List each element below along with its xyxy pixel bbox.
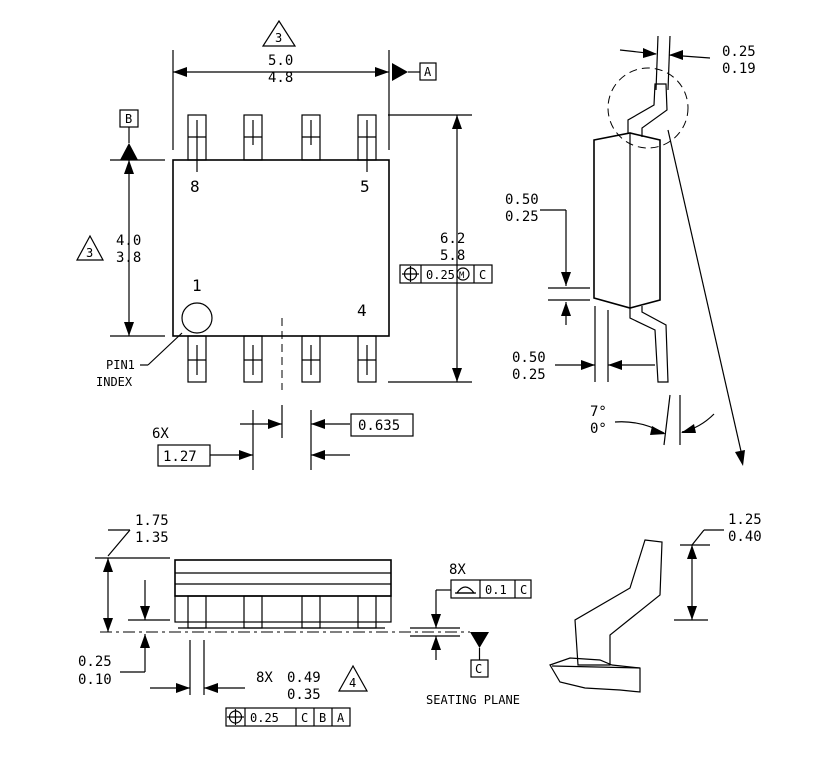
top-leads <box>187 114 377 161</box>
coplanarity-count: 8X <box>449 562 466 578</box>
angle-min: 0° <box>590 421 607 437</box>
foot-max: 0.50 <box>512 350 546 366</box>
datum-a-flag <box>392 63 408 81</box>
front-body <box>174 559 392 597</box>
datum-c-label: C <box>475 662 482 676</box>
height-note-3: 3 <box>86 246 93 260</box>
detail-lead <box>574 539 663 666</box>
standoff-max: 0.25 <box>78 654 112 670</box>
top-height-max: 4.0 <box>116 233 141 249</box>
span-max: 6.2 <box>440 231 465 247</box>
datum-b-label: B <box>125 112 132 126</box>
pitch-count: 6X <box>152 426 169 442</box>
side-body <box>593 132 661 309</box>
angle-max: 7° <box>590 404 607 420</box>
width-note-3: 3 <box>275 31 282 45</box>
top-height-min: 3.8 <box>116 250 141 266</box>
foot-min: 0.25 <box>512 367 546 383</box>
coplanarity-datum: C <box>520 583 527 597</box>
note-3-triangle-left <box>75 234 105 261</box>
coplanarity-tol: 0.1 <box>485 583 507 597</box>
coplanarity-frame: 0.1 C <box>450 579 532 599</box>
pin-4-label: 4 <box>357 301 367 320</box>
fcf-datum-1: C <box>301 711 308 725</box>
svg-text:M: M <box>459 271 465 281</box>
front-height-min: 1.35 <box>135 530 169 546</box>
side-view: 0.25 0.19 0.50 0.25 0.50 0.25 7° 0° <box>505 35 756 466</box>
flat-max: 0.50 <box>505 192 539 208</box>
flat-min: 0.25 <box>505 209 539 225</box>
seating-plane-label: SEATING PLANE <box>426 693 520 707</box>
side-lower-lead <box>629 306 669 383</box>
front-leads <box>187 595 377 629</box>
position-tol-datum: C <box>479 268 486 282</box>
half-pitch-value: 0.635 <box>358 418 400 434</box>
datum-c-flag <box>470 632 489 648</box>
pin1-index-label-1: PIN1 <box>106 358 135 372</box>
top-width-min: 4.8 <box>268 70 293 86</box>
lead-w-note: 4 <box>349 676 356 690</box>
detail-foot <box>549 657 641 693</box>
pin-1-label: 1 <box>192 276 202 295</box>
detail-view: 1.25 0.40 <box>549 512 762 693</box>
pin1-index-label-2: INDEX <box>96 375 133 389</box>
detail-lead-len-min: 0.40 <box>728 529 762 545</box>
front-view: 1.75 1.35 0.25 0.10 8X 0.49 0.35 4 <box>78 513 532 727</box>
lead-thk-max: 0.25 <box>722 44 756 60</box>
top-width-max: 5.0 <box>268 53 293 69</box>
package-body <box>172 159 390 337</box>
pitch-value: 1.27 <box>163 449 197 465</box>
standoff-min: 0.10 <box>78 672 112 688</box>
side-upper-lead <box>627 83 668 137</box>
fcf-datum-2: B <box>319 711 326 725</box>
datum-a-label: A <box>424 65 432 79</box>
lead-thk-min: 0.19 <box>722 61 756 77</box>
span-min: 5.8 <box>440 248 465 264</box>
position-tol-value: 0.25 <box>426 268 455 282</box>
fcf-tol: 0.25 <box>250 711 279 725</box>
datum-b-flag <box>120 143 138 160</box>
pin-5-label: 5 <box>360 177 370 196</box>
pin1-index-circle <box>181 302 213 334</box>
note-3-triangle-top <box>261 19 297 47</box>
lead-w-max: 0.49 <box>287 670 321 686</box>
pin-8-label: 8 <box>190 177 200 196</box>
lead-w-count: 8X <box>256 670 273 686</box>
lead-w-min: 0.35 <box>287 687 321 703</box>
position-tolerance-frame: 0.25 M C <box>399 264 493 284</box>
detail-lead-len-max: 1.25 <box>728 512 762 528</box>
front-height-max: 1.75 <box>135 513 169 529</box>
fcf-datum-3: A <box>337 711 345 725</box>
top-view: 8 5 1 4 PIN1 INDEX 5.0 4.8 3 A B <box>75 19 493 470</box>
lead-position-frame: 0.25 C B A <box>225 707 351 727</box>
detail-circle <box>607 67 689 149</box>
note-4-triangle <box>337 664 369 692</box>
